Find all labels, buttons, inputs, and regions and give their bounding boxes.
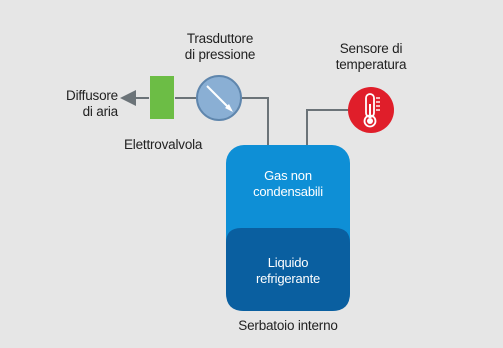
- pressure-transducer: [196, 75, 242, 121]
- thermometer-icon: [363, 93, 380, 128]
- tank-label: Serbatoio interno: [238, 318, 338, 333]
- tank-liquid-section: [226, 228, 350, 311]
- pipe-transducer-tank: [242, 97, 269, 146]
- transducer-label: Trasduttore di pressione: [184, 31, 256, 62]
- pipe-sensor-tank: [306, 109, 350, 146]
- liquid-label: Liquido refrigerante: [255, 255, 321, 286]
- diffuser-label: Diffusore di aria: [66, 88, 118, 119]
- temperature-sensor: [348, 87, 394, 133]
- electrovalve: [150, 76, 174, 119]
- temperature-sensor-label: Sensore di temperatura: [335, 41, 407, 72]
- gauge-needle-icon: [206, 85, 233, 112]
- gas-label: Gas non condensabili: [253, 168, 323, 199]
- pipes: [120, 90, 350, 146]
- electrovalve-label: Elettrovalvola: [124, 137, 203, 152]
- internal-tank: [226, 145, 350, 311]
